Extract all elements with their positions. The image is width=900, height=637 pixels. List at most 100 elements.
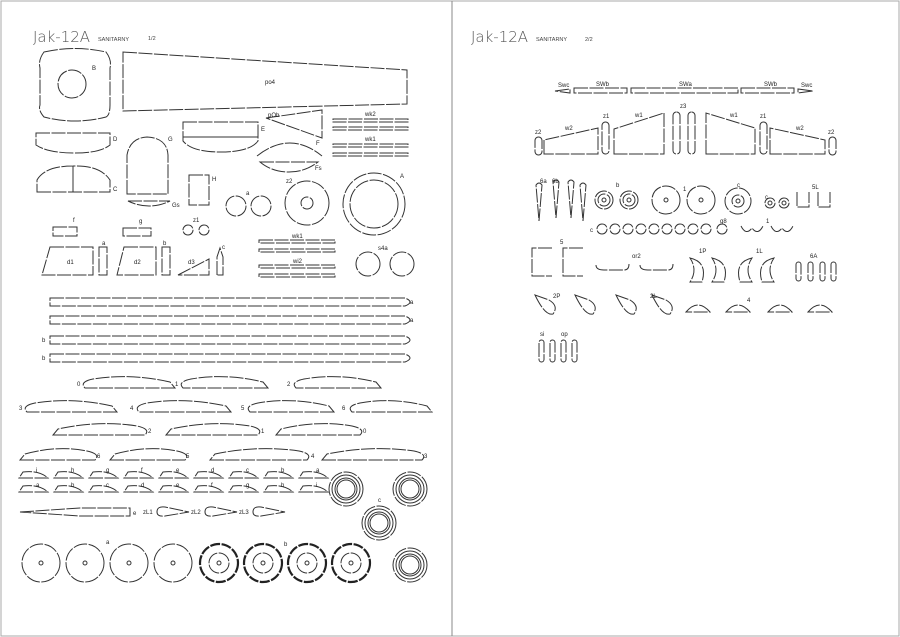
rib <box>136 400 233 413</box>
disc-b-ring <box>296 552 318 574</box>
label-6a: 6a <box>540 179 547 185</box>
tyre-ring <box>395 474 425 504</box>
small-rib <box>298 471 330 479</box>
label-w1-right: w1 <box>729 113 738 119</box>
label-c2: c <box>765 195 768 201</box>
wing-spar <box>49 315 411 325</box>
tyre-ring <box>361 505 397 541</box>
part-w2-left <box>543 127 599 155</box>
wire-1 <box>770 225 794 232</box>
part-4 <box>766 304 794 313</box>
label-E: E <box>261 127 265 133</box>
label-Fs: Fs <box>315 166 322 172</box>
bracket-part <box>760 257 776 283</box>
part-s4a-2 <box>389 251 415 277</box>
strut-piece <box>687 111 696 155</box>
label-2P: 2P <box>553 294 560 300</box>
label-5: 5 <box>560 240 564 246</box>
ring-c-part <box>778 197 790 209</box>
label-disc-a: a <box>106 540 110 546</box>
disc-b <box>198 542 240 584</box>
label-swc-2: Swc <box>801 83 812 89</box>
small-rib-label: d <box>211 468 214 474</box>
label-w2-left: w2 <box>564 126 573 132</box>
small-rib <box>228 471 260 479</box>
wing-spar-label: b <box>42 356 46 362</box>
label-a: a <box>246 191 250 197</box>
disc-b-ring <box>340 552 362 574</box>
tyre-ring <box>398 553 422 577</box>
label-6A: 6A <box>810 254 817 260</box>
part-z1-2 <box>198 224 210 236</box>
part-d2 <box>116 246 157 276</box>
right-subtitle: SANITARNY <box>536 37 567 43</box>
bracket-part <box>688 257 704 283</box>
disc-b-hole <box>216 560 222 566</box>
rib <box>164 423 261 436</box>
disc-b-part <box>619 190 639 210</box>
label-D: D <box>113 137 118 143</box>
label-pOb: pOb <box>268 113 280 119</box>
rib-label: 3 <box>424 454 428 460</box>
ring-c <box>687 223 699 235</box>
disc-a <box>21 543 61 583</box>
label-2L: 2L <box>650 294 657 300</box>
disc-b <box>242 542 284 584</box>
ring-c-hole <box>781 200 787 206</box>
strut <box>204 506 238 517</box>
disc-b <box>286 542 328 584</box>
label-B: B <box>92 66 96 72</box>
label-d3: d3 <box>188 260 195 266</box>
disc-a <box>65 543 105 583</box>
disc-a-hole <box>38 560 44 566</box>
tyre-ring <box>392 471 428 507</box>
tyre-ring <box>400 479 420 499</box>
label-wk2: wk2 <box>364 112 376 118</box>
disc-b-hole <box>260 560 266 566</box>
rib-label: 0 <box>77 382 81 388</box>
part-w1-left <box>613 112 665 155</box>
small-rib <box>298 485 330 493</box>
ring-g8 <box>716 223 728 235</box>
disc-a <box>109 543 149 583</box>
ring-c <box>700 223 712 235</box>
rib-label: 1 <box>175 382 179 388</box>
wire-1 <box>740 225 764 232</box>
label-z1: z1 <box>193 218 200 224</box>
wing-spar <box>49 297 411 307</box>
label-H: H <box>212 177 216 183</box>
left-page: Jak-12A SANITARNY 1/2 B po4 D C G Gs E p… <box>18 28 434 584</box>
disc-c-part <box>735 198 741 204</box>
tyre-ring <box>400 555 420 575</box>
part-si-op <box>571 339 578 363</box>
label-wk1-lower: wk1 <box>291 234 303 240</box>
label-F: F <box>316 141 320 147</box>
seat-part <box>534 294 556 315</box>
label-strip-b: b <box>163 241 167 247</box>
strut <box>156 506 190 517</box>
rib-label: 5 <box>186 454 190 460</box>
label-5L: 5L <box>812 185 819 191</box>
small-rib <box>123 471 155 479</box>
label-C: C <box>113 187 118 193</box>
strut-piece <box>672 111 681 155</box>
blade-part <box>552 179 560 219</box>
label-s4a: s4a <box>378 246 388 252</box>
part-d3 <box>177 258 210 276</box>
label-z3: z3 <box>680 104 687 110</box>
tyre-ring <box>331 474 361 504</box>
rib-label: 4 <box>311 454 315 460</box>
disc-1-part <box>651 185 681 215</box>
rib-label: 6 <box>97 454 101 460</box>
label-z1-l: z1 <box>603 114 610 120</box>
part-sw-strip <box>554 87 814 94</box>
small-rib-label: a <box>36 483 40 489</box>
wheel-discs <box>21 471 428 584</box>
label-4: 4 <box>747 298 751 304</box>
label-swb-2: SWb <box>764 82 778 88</box>
label-w2-right: w2 <box>795 126 804 132</box>
part-H <box>188 174 210 206</box>
label-or2: or2 <box>632 254 641 260</box>
label-6b: 6b <box>552 179 559 185</box>
